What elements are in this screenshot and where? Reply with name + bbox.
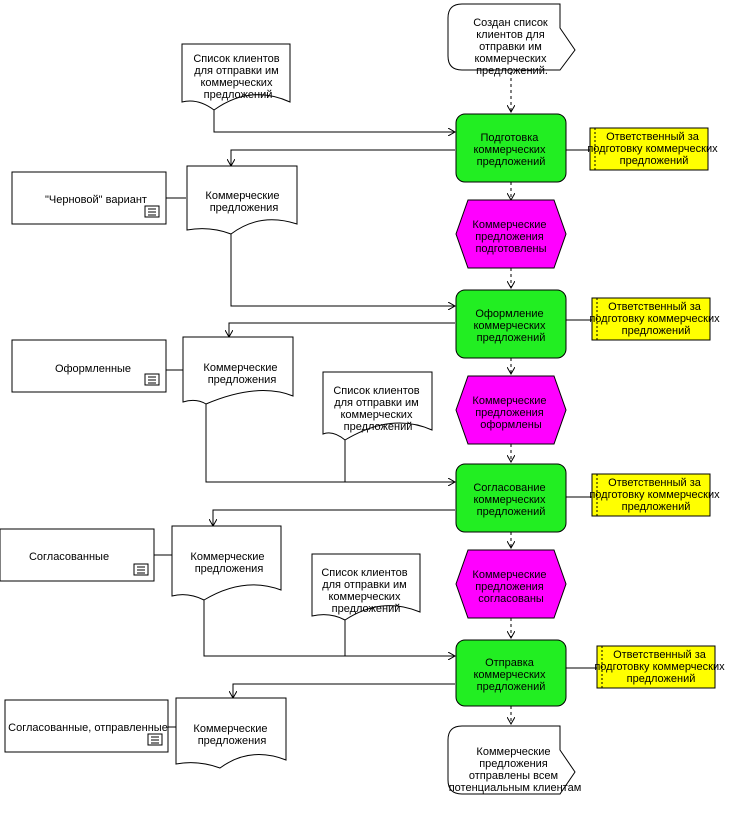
svg-text:Коммерческие предложения: Коммерческие предложения отправлены всем… [449,746,582,794]
role-1: Ответственный за подготовку коммерческих… [587,127,720,171]
state-approved-label: Согласованные [29,551,109,563]
doc-client-list-1: Список клиентов для отправки им коммерче… [181,43,291,111]
document-icon [144,373,160,386]
svg-text:Оформление коммерческих: Оформление коммерческих предложений [473,308,548,344]
input-connector [203,598,455,656]
svg-text:Согласование коммерчески: Согласование коммерческих предложений [473,482,548,518]
svg-text:Коммерческие предложения: Коммерческие предложения [203,362,280,386]
svg-text:Ответственный за подгото: Ответственный за подготовку коммерческих… [589,477,722,513]
svg-text:Подготовка коммерческих: Подготовка коммерческих предложений [473,132,548,168]
doc-client-list-3: Список клиентов для отправки им коммерче… [311,553,421,621]
start-event: Создан список клиентов для отправки им к… [447,3,576,77]
document-icon [133,563,149,576]
output-connector [233,683,455,698]
svg-text:Коммерческие предложения: Коммерческие предложения [193,723,270,747]
state-designed: Оформленные [11,339,167,393]
role-2: Ответственный за подготовку коммерческих… [589,297,722,341]
output-connector [229,322,455,337]
doc-offers-4: Коммерческие предложения [175,697,287,769]
svg-text:Список клиентов для отпр: Список клиентов для отправки им коммерче… [193,53,282,101]
input-connector [213,110,455,132]
state-approved-sent: Согласованные, отправленные [4,699,169,753]
connectors [154,72,597,728]
output-connector [231,149,455,166]
svg-text:Коммерческие предложения: Коммерческие предложения согласованы [472,569,549,605]
svg-text:Список клиентов для отпр: Список клиентов для отправки им коммерче… [321,567,410,615]
function-send: Отправка коммерческих предложений [455,639,567,707]
svg-text:Список клиентов для отпр: Список клиентов для отправки им коммерче… [333,385,422,433]
doc-offers-2: Коммерческие предложения [182,336,294,405]
role-4: Ответственный за подготовку коммерческих… [594,645,727,689]
state-draft: "Черновой" вариант [11,171,167,225]
input-connector [205,402,455,482]
svg-text:Коммерческие предложения: Коммерческие предложения подготовлены [472,219,549,255]
input-connector [230,232,455,306]
state-approved-sent-label: Согласованные, отправленные [8,722,168,734]
event-prepared: Коммерческие предложения подготовлены [455,199,567,269]
doc-client-list-2: Список клиентов для отправки им коммерче… [322,371,433,441]
function-prepare: Подготовка коммерческих предложений [455,113,567,183]
state-designed-label: Оформленные [55,363,131,375]
document-icon [147,733,163,746]
svg-text:Коммерческие предложения: Коммерческие предложения [205,190,282,214]
function-design: Оформление коммерческих предложений [455,289,567,359]
svg-text:Коммерческие предложения: Коммерческие предложения [190,551,267,575]
svg-text:Ответственный за подгото: Ответственный за подготовку коммерческих… [594,649,727,685]
svg-text:Ответственный за подгото: Ответственный за подготовку коммерческих… [587,131,720,167]
svg-text:Отправка коммерческих: Отправка коммерческих предложений [473,657,548,693]
doc-offers-1: Коммерческие предложения [186,165,298,235]
event-approved: Коммерческие предложения согласованы [455,549,567,619]
function-approve: Согласование коммерческих предложений [455,463,567,533]
event-start-text: Создан список клиентов для отправки им к… [473,17,551,77]
svg-text:Коммерческие предложения: Коммерческие предложения оформлены [472,395,549,431]
end-event: Коммерческие предложения отправлены всем… [447,725,582,795]
event-designed: Коммерческие предложения оформлены [455,375,567,445]
state-draft-label: "Черновой" вариант [45,194,147,206]
svg-text:Ответственный за подгото: Ответственный за подготовку коммерческих… [589,301,722,337]
state-approved: Согласованные [0,528,155,582]
role-3: Ответственный за подготовку коммерческих… [589,473,722,517]
doc-offers-3: Коммерческие предложения [171,525,282,601]
document-icon [144,205,160,218]
output-connector [213,509,455,526]
